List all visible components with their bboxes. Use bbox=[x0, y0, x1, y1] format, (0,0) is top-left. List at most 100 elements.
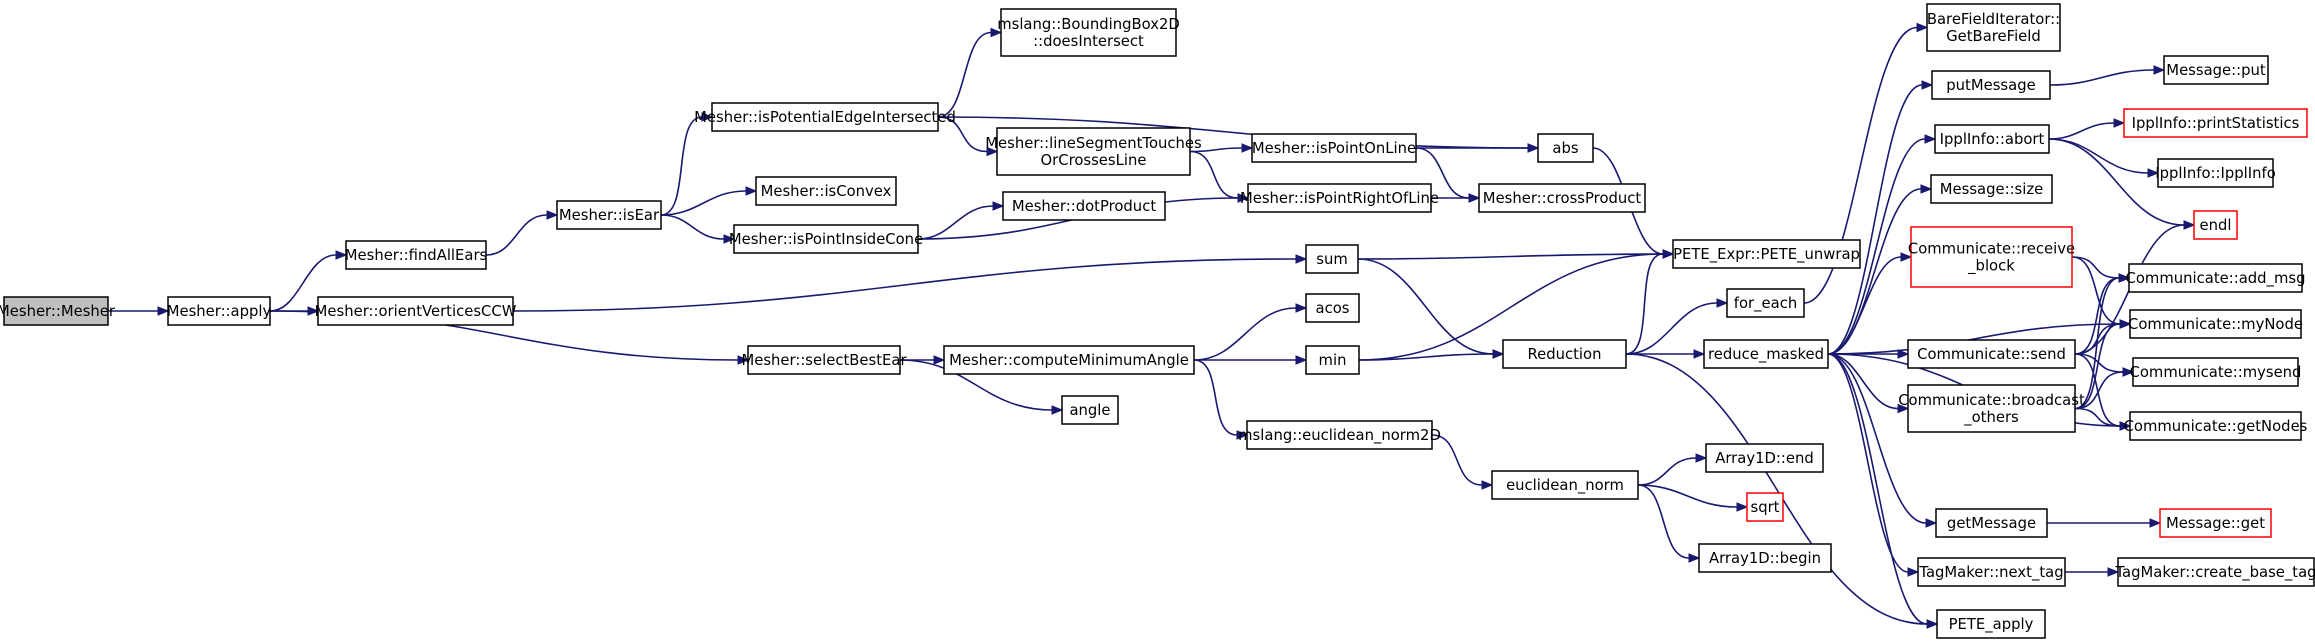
arrowhead bbox=[2118, 273, 2131, 283]
node-mesher-dotproduct[interactable]: Mesher::dotProduct bbox=[1002, 191, 1166, 221]
node-mesher-findallears[interactable]: Mesher::findAllEars bbox=[345, 240, 488, 270]
node-mesher-isear[interactable]: Mesher::isEar bbox=[556, 200, 662, 230]
node-label: IpplInfo::abort bbox=[1940, 131, 2045, 148]
node-label: Communicate::add_msg bbox=[2126, 270, 2306, 287]
node-mesher-isconvex[interactable]: Mesher::isConvex bbox=[755, 176, 897, 206]
node-abs[interactable]: abs bbox=[1537, 133, 1594, 163]
node-ipplinfo-abort[interactable]: IpplInfo::abort bbox=[1934, 124, 2050, 154]
node-box bbox=[1931, 70, 2051, 100]
node-mesher-crossproduct[interactable]: Mesher::crossProduct bbox=[1478, 183, 1646, 213]
node-barefielditerator-getbarefield[interactable]: BareFieldIterator::GetBareField bbox=[1926, 3, 2061, 52]
node-array1d-end[interactable]: Array1D::end bbox=[1705, 443, 1824, 473]
node-box bbox=[2128, 263, 2303, 293]
node-box bbox=[1726, 288, 1805, 318]
node-mesher-ispointrightofline[interactable]: Mesher::isPointRightOfLine bbox=[1240, 183, 1439, 213]
node-box bbox=[1251, 133, 1417, 163]
arrowhead bbox=[1236, 430, 1249, 440]
node-message-size[interactable]: Message::size bbox=[1930, 174, 2053, 204]
node-sqrt[interactable]: sqrt bbox=[1746, 492, 1784, 522]
node-ipplinfo-printstatistics[interactable]: IpplInfo::printStatistics bbox=[2123, 108, 2308, 138]
node-box bbox=[1672, 239, 1861, 269]
node-array1d-begin[interactable]: Array1D::begin bbox=[1698, 543, 1832, 573]
node-label: endl bbox=[2200, 217, 2232, 234]
node-label: sqrt bbox=[1751, 499, 1780, 516]
node-box bbox=[2129, 411, 2302, 441]
node-message-get[interactable]: Message::get bbox=[2159, 508, 2272, 538]
node-message-put[interactable]: Message::put bbox=[2163, 55, 2269, 85]
node-reduce-masked[interactable]: reduce_masked bbox=[1703, 339, 1829, 369]
arrowhead bbox=[1695, 453, 1708, 463]
edge-communicate-broadcast-others-to-communicate-getnodes bbox=[2074, 407, 2121, 427]
node-communicate-add-msg[interactable]: Communicate::add_msg bbox=[2126, 263, 2306, 293]
node-label: mslang::euclidean_norm2D bbox=[1238, 427, 1441, 444]
edge-mesher-apply-to-mesher-findallears bbox=[269, 254, 337, 312]
node-communicate-getnodes[interactable]: Communicate::getNodes bbox=[2124, 411, 2308, 441]
arrowhead bbox=[1926, 619, 1939, 629]
node-communicate-mynode[interactable]: Communicate::myNode bbox=[2128, 309, 2303, 339]
node-min[interactable]: min bbox=[1305, 345, 1360, 375]
node-communicate-broadcast-others[interactable]: Communicate::broadcast_others bbox=[1898, 384, 2085, 433]
edge-communicate-receive-block-to-communicate-add-msg bbox=[2071, 256, 2120, 279]
arrowhead bbox=[335, 250, 348, 260]
node-label: Message::get bbox=[2166, 515, 2265, 532]
edge-communicate-broadcast-others-to-communicate-mynode bbox=[2074, 323, 2121, 410]
node-communicate-receive-block[interactable]: Communicate::receive_block bbox=[1908, 226, 2075, 288]
node-box bbox=[2117, 557, 2315, 587]
node-label: abs bbox=[1552, 140, 1578, 157]
node-ipplinfo-ipplinfo[interactable]: IpplInfo::IpplInfo bbox=[2155, 158, 2276, 188]
node-getmessage[interactable]: getMessage bbox=[1935, 508, 2048, 538]
node-angle[interactable]: angle bbox=[1061, 395, 1119, 425]
node-sum[interactable]: sum bbox=[1305, 244, 1359, 274]
arrowhead bbox=[1468, 193, 1481, 203]
edge-communicate-broadcast-others-to-communicate-add-msg bbox=[2074, 277, 2120, 410]
node-box bbox=[1907, 339, 2076, 369]
node-acos[interactable]: acos bbox=[1305, 293, 1360, 323]
node-tagmaker-create-base-tag[interactable]: TagMaker::create_base_tag bbox=[2114, 557, 2315, 587]
node-box bbox=[1305, 293, 1360, 323]
edge-mesher-linesegmenttouchesorcrossesline-to-mesher-ispointrightofline bbox=[1189, 150, 1239, 199]
node-box bbox=[755, 176, 897, 206]
node-box bbox=[3, 296, 109, 326]
edge-for-each-to-barefielditerator-getbarefield bbox=[1803, 26, 1918, 304]
node-pete-apply[interactable]: PETE_apply bbox=[1936, 609, 2046, 639]
node-mslang-boundingbox2d-doesintersect[interactable]: mslang::BoundingBox2D::doesIntersect bbox=[997, 8, 1180, 57]
node-box bbox=[1703, 339, 1829, 369]
node-box bbox=[2132, 357, 2299, 387]
node-mesher-ispotentialedgeintersected[interactable]: Mesher::isPotentialEdgeIntersected bbox=[694, 102, 956, 132]
node-box bbox=[1907, 384, 2076, 433]
node-mesher-ispointinsidecone[interactable]: Mesher::isPointInsideCone bbox=[729, 224, 923, 254]
node-label: BareFieldIterator:: bbox=[1927, 11, 2060, 28]
node-box bbox=[2159, 508, 2272, 538]
node-for-each[interactable]: for_each bbox=[1726, 288, 1805, 318]
arrowhead bbox=[1924, 134, 1937, 144]
node-mesher-ispointonline[interactable]: Mesher::isPointOnLine bbox=[1251, 133, 1417, 163]
node-mesher-computeminimumangle[interactable]: Mesher::computeMinimumAngle bbox=[943, 345, 1195, 375]
node-communicate-send[interactable]: Communicate::send bbox=[1907, 339, 2076, 369]
edge-communicate-broadcast-others-to-communicate-mysend bbox=[2074, 371, 2124, 410]
node-putmessage[interactable]: putMessage bbox=[1931, 70, 2051, 100]
node-label: TagMaker::next_tag bbox=[1918, 564, 2063, 581]
edge-mesher-linesegmenttouchesorcrossesline-to-mesher-ispointonline bbox=[1189, 147, 1243, 153]
node-tagmaker-next-tag[interactable]: TagMaker::next_tag bbox=[1917, 557, 2066, 587]
node-mesher-selectbestear[interactable]: Mesher::selectBestEar bbox=[741, 345, 907, 375]
node-mesher-orientverticesccw[interactable]: Mesher::orientVerticesCCW bbox=[315, 296, 517, 326]
node-reduction[interactable]: Reduction bbox=[1502, 339, 1627, 369]
node-label: Message::put bbox=[2166, 62, 2266, 79]
arrowhead bbox=[2107, 567, 2120, 577]
edge-communicate-receive-block-to-communicate-mynode bbox=[2071, 256, 2121, 325]
node-communicate-mysend[interactable]: Communicate::mysend bbox=[2130, 357, 2302, 387]
edge-ipplinfo-abort-to-endl bbox=[2048, 138, 2185, 226]
node-mesher-mesher[interactable]: Mesher::Mesher bbox=[0, 296, 116, 326]
node-label: Communicate::myNode bbox=[2128, 316, 2303, 333]
arrowhead bbox=[1900, 252, 1913, 262]
arrowhead bbox=[2113, 118, 2126, 128]
node-endl[interactable]: endl bbox=[2193, 210, 2238, 240]
node-euclidean-norm[interactable]: euclidean_norm bbox=[1491, 470, 1639, 500]
node-mesher-apply[interactable]: Mesher::apply bbox=[167, 296, 272, 326]
node-label: Mesher::isPointRightOfLine bbox=[1240, 190, 1439, 207]
node-mslang-euclidean-norm2d[interactable]: mslang::euclidean_norm2D bbox=[1238, 420, 1441, 450]
node-pete-expr-pete-unwrap[interactable]: PETE_Expr::PETE_unwrap bbox=[1672, 239, 1861, 269]
node-label: PETE_Expr::PETE_unwrap bbox=[1673, 246, 1860, 263]
